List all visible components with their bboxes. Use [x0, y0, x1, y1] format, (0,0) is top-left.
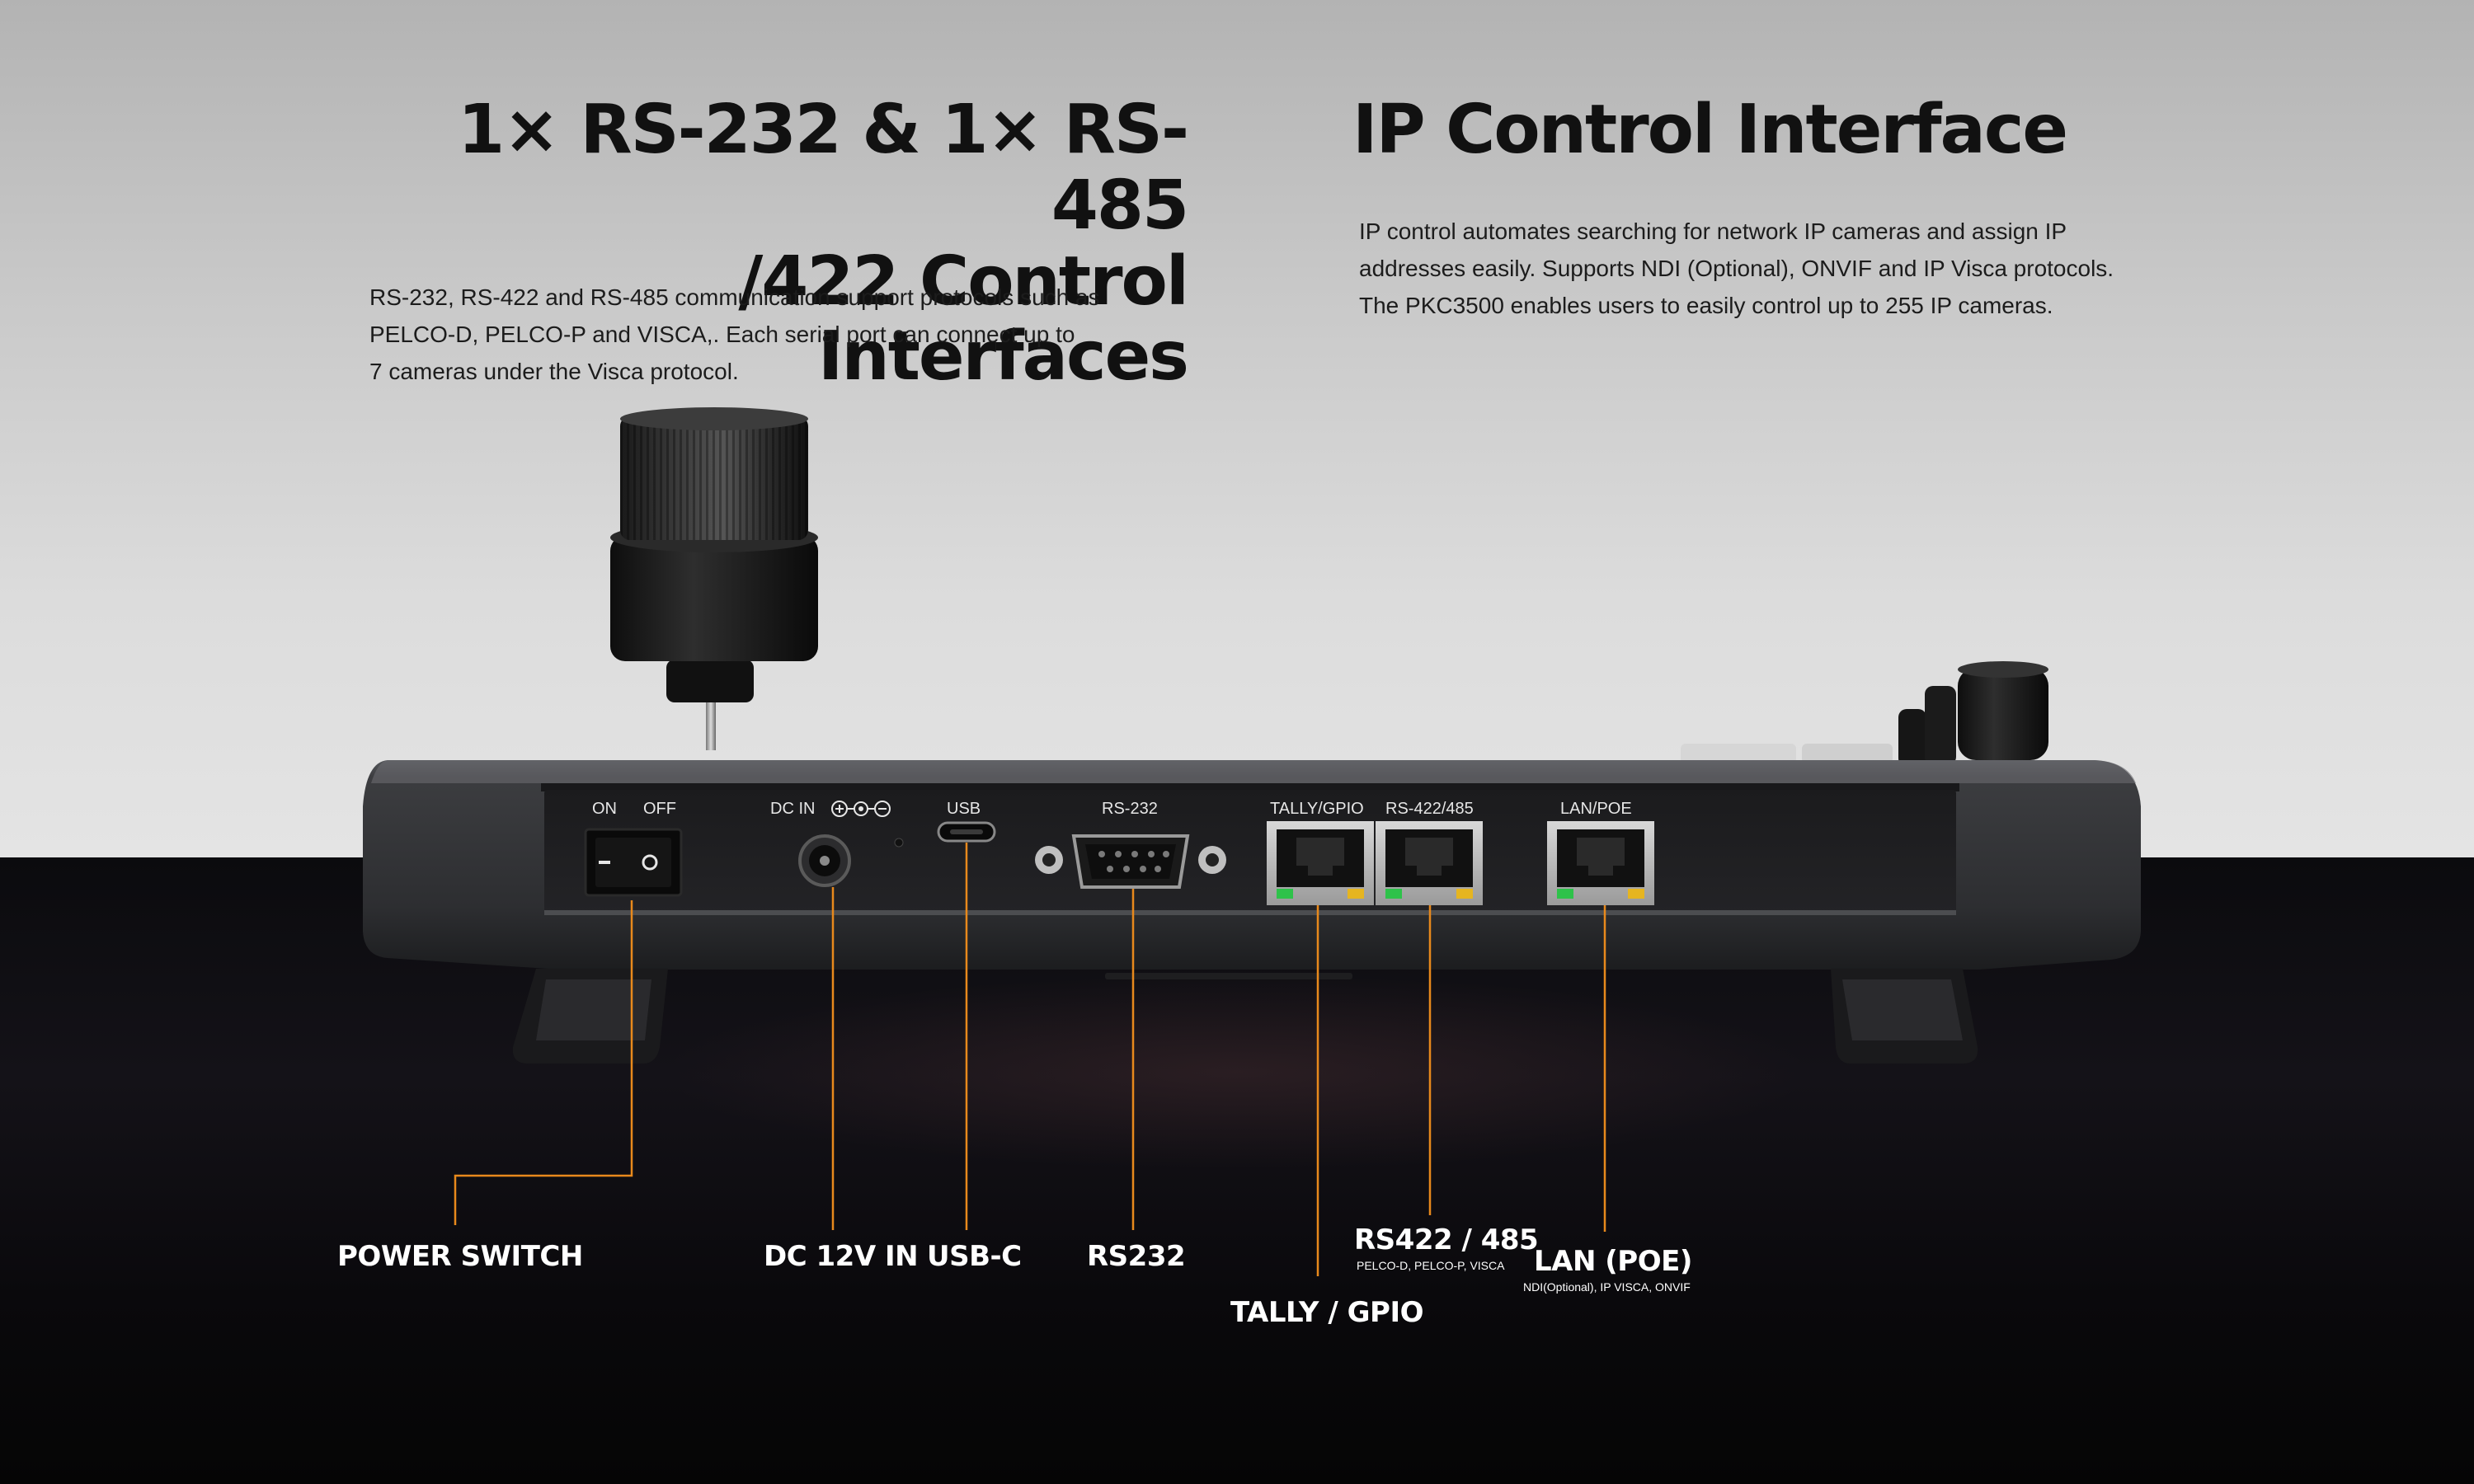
ip-desc-line1: IP control automates searching for netwo… — [1359, 218, 2067, 244]
panel-label-rs232: RS-232 — [1102, 800, 1158, 818]
panel-label-on: ON — [592, 800, 617, 818]
panel-label-dc-in: DC IN — [770, 800, 815, 818]
serial-interfaces-heading: 1× RS-232 & 1× RS-485 /422 Control Inter… — [363, 91, 1189, 397]
callout-tally-gpio: TALLY / GPIO — [1230, 1296, 1424, 1329]
callout-lan-poe-protocols: NDI(Optional), IP VISCA, ONVIF — [1523, 1280, 1691, 1294]
panel-label-lan-poe: LAN/POE — [1560, 800, 1632, 818]
dc-jack[interactable] — [798, 834, 904, 887]
ip-control-heading: IP Control Interface — [1352, 91, 2068, 169]
callout-rs232: RS232 — [1087, 1240, 1186, 1273]
panel-label-tally-gpio: TALLY/GPIO — [1270, 800, 1364, 818]
background-light — [0, 0, 2474, 857]
serial-heading-line1: 1× RS-232 & 1× RS-485 — [458, 91, 1189, 245]
dc-polarity-icon — [831, 801, 891, 817]
lan-poe-rj45-port[interactable] — [1547, 821, 1654, 905]
power-switch[interactable] — [584, 828, 683, 897]
callout-lines — [454, 843, 1606, 1276]
tally-gpio-rj45-port[interactable] — [1267, 821, 1374, 905]
usb-c-port[interactable] — [937, 821, 996, 843]
panel-label-off: OFF — [643, 800, 676, 818]
rs422-485-rj45-port[interactable] — [1376, 821, 1483, 905]
serial-desc-line3: 7 cameras under the Visca protocol. — [369, 359, 739, 384]
callout-rs422-485: RS422 / 485 — [1354, 1223, 1539, 1256]
ip-control-description: IP control automates searching for netwo… — [1359, 213, 2349, 324]
serial-desc-line2: PELCO-D, PELCO-P and VISCA,. Each serial… — [369, 322, 1075, 347]
panel-label-rs422-485: RS-422/485 — [1385, 800, 1474, 818]
serial-desc-line1: RS-232, RS-422 and RS-485 communication … — [369, 284, 1100, 310]
callout-usb-c: USB-C — [927, 1240, 1022, 1273]
panel-label-usb: USB — [947, 800, 981, 818]
controller-feet — [512, 969, 1978, 1064]
callout-dc-12v-in: DC 12V IN — [764, 1240, 919, 1273]
callout-rs422-485-protocols: PELCO-D, PELCO-P, VISCA — [1357, 1259, 1505, 1272]
control-knobs — [1681, 661, 2048, 767]
callout-power-switch: POWER SWITCH — [337, 1240, 583, 1273]
panel-silkscreen: ON OFF DC IN USB RS-232 TALLY/GPIO RS-42… — [592, 800, 1632, 818]
floor-reflection — [660, 973, 1814, 1171]
serial-heading-line2: /422 Control Interfaces — [738, 242, 1189, 397]
rs232-db9-port[interactable] — [1035, 834, 1226, 889]
ip-desc-line3: The PKC3500 enables users to easily cont… — [1359, 293, 2053, 318]
callout-line-power — [454, 900, 633, 1225]
callout-lan-poe: LAN (POE) — [1534, 1245, 1692, 1278]
joystick — [610, 407, 818, 750]
ip-desc-line2: addresses easily. Supports NDI (Optional… — [1359, 256, 2114, 281]
serial-interfaces-description: RS-232, RS-422 and RS-485 communication … — [369, 279, 1227, 390]
